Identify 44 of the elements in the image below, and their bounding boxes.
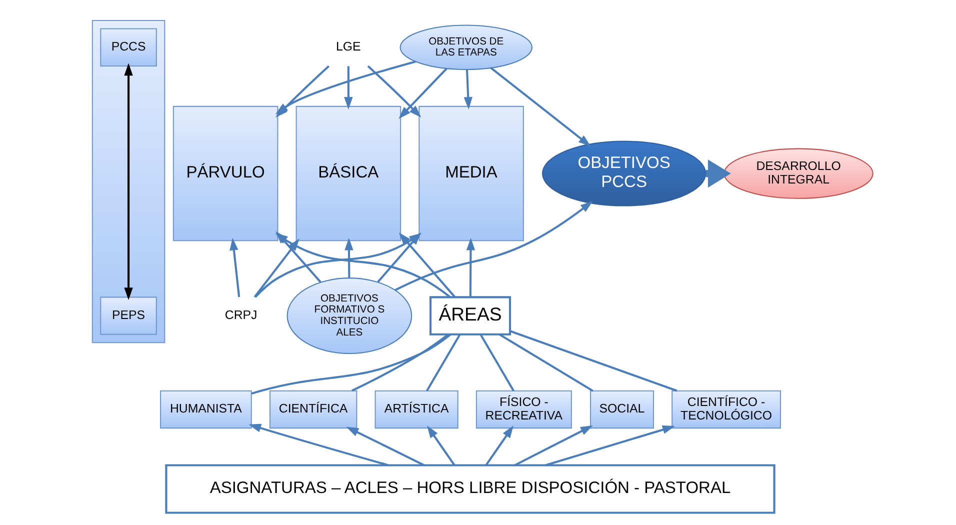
node-ellipse: OBJETIVOS DE LAS ETAPAS (399, 24, 532, 70)
connector (479, 334, 514, 392)
node-box: CIENTÍFICO - TECNOLÓGICO (671, 390, 780, 429)
arrow (463, 69, 472, 110)
arrow (344, 238, 353, 278)
connector (250, 334, 450, 394)
node-text: CRPJ (224, 308, 257, 322)
node-ellipse: OBJETIVOS FORMATIVO S INSTITUCIO ALES (286, 278, 412, 354)
node-ellipse: OBJETIVOS PCCS (542, 140, 706, 206)
arrow (366, 65, 421, 118)
arrow (490, 66, 590, 146)
cluster (91, 20, 165, 344)
node-box: FÍSICO - RECREATIVA (475, 390, 572, 429)
arrow (344, 66, 352, 110)
connector (498, 334, 593, 392)
connector (351, 334, 448, 392)
arrow (248, 424, 388, 466)
node-box: ASIGNATURAS – ACLES – HORS LIBRE DISPOSICIÓN - PASTORAL (164, 464, 775, 514)
node-box: ARTÍSTICA (374, 390, 458, 429)
arrow (545, 425, 674, 466)
node-box: MEDIA (418, 106, 524, 242)
connector (509, 330, 677, 392)
node-box: ÁREAS (428, 296, 511, 336)
arrow (398, 68, 447, 119)
arrow (274, 60, 416, 114)
arrow (253, 238, 299, 298)
node-ellipse: DESARROLLO INTEGRAL (723, 148, 873, 199)
node-box: HUMANISTA (160, 390, 252, 429)
arrow (346, 426, 424, 466)
arrow (426, 426, 455, 466)
arrow (466, 238, 475, 298)
node-box: PÁRVULO (172, 106, 278, 242)
node-box: CIENTÍFICA (268, 390, 357, 429)
arrow (229, 238, 240, 298)
arrow (514, 425, 592, 466)
node-box: PEPS (100, 296, 156, 335)
node-text: LGE (336, 40, 360, 54)
node-box: SOCIAL (590, 390, 654, 429)
arrow (394, 201, 592, 291)
node-box: PCCS (100, 28, 156, 66)
arrow (484, 426, 514, 466)
arrow (124, 63, 132, 300)
node-box: BÁSICA (295, 106, 401, 242)
connector (425, 334, 460, 392)
